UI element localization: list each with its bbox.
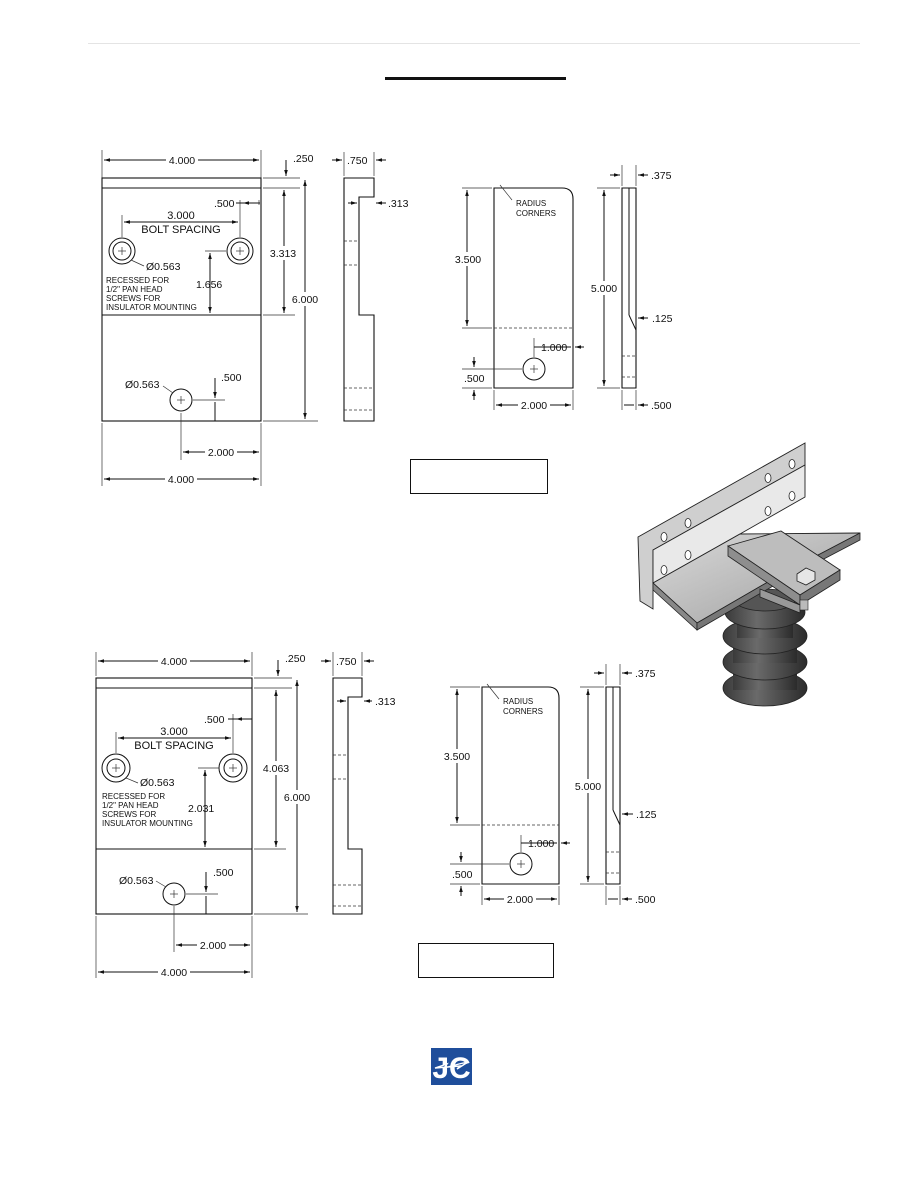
bottom-lower-hole xyxy=(162,882,186,906)
top-radius-note-2: CORNERS xyxy=(516,209,556,218)
top-recess-note-4: INSULATOR MOUNTING xyxy=(106,303,197,312)
top-side-depth: .750 xyxy=(347,155,368,167)
logo-text: JC xyxy=(432,1052,470,1085)
bottom-radius-note-2: CORNERS xyxy=(503,707,543,716)
top-side-step: .313 xyxy=(388,198,409,210)
bottom-bracket-hole-y: .500 xyxy=(452,869,473,881)
bottom-bracket-side-view: .375 5.000 .125 .500 xyxy=(572,664,657,906)
bottom-upper-hole-dia: Ø0.563 xyxy=(140,777,175,789)
bottom-lower-hole-dia: Ø0.563 xyxy=(119,875,154,887)
bottom-label-box xyxy=(418,943,554,978)
top-lower-hole-x: 2.000 xyxy=(208,447,234,459)
top-plate-outline xyxy=(101,177,262,422)
bottom-edge-offset: .500 xyxy=(204,714,225,726)
bottom-radius-note-1: RADIUS xyxy=(503,697,533,706)
bottom-bolt-spacing-label: BOLT SPACING xyxy=(134,740,213,752)
top-recess-note-2: 1/2" PAN HEAD xyxy=(106,285,163,294)
top-bracket-side-thickness: .375 xyxy=(651,170,672,182)
top-bracket-hole-y: .500 xyxy=(464,373,485,385)
top-bracket-width: 2.000 xyxy=(521,400,547,412)
bottom-recess-note-4: INSULATOR MOUNTING xyxy=(102,819,193,828)
top-bolt-spacing-value: 3.000 xyxy=(167,210,195,222)
top-recess-note-1: RECESSED FOR xyxy=(106,276,169,285)
bottom-bracket-view: RADIUS CORNERS 3.500 1.000 .500 2.000 xyxy=(441,683,570,906)
bottom-bracket-side-step: .125 xyxy=(636,809,657,821)
bottom-recess-note-2: 1/2" PAN HEAD xyxy=(102,801,159,810)
bottom-recess-note-1: RECESSED FOR xyxy=(102,792,165,801)
bottom-plate-view: 4.000 .250 3.000 BOLT SPACING .500 Ø0.56… xyxy=(95,652,313,979)
top-bracket-side-base: .500 xyxy=(651,400,672,412)
header-rule xyxy=(88,43,860,44)
bottom-bracket-side-base: .500 xyxy=(635,894,656,906)
top-bolt-spacing-label: BOLT SPACING xyxy=(141,224,220,236)
bottom-side-step: .313 xyxy=(375,696,396,708)
top-plate-width-top: 4.000 xyxy=(169,155,195,167)
top-bracket-hole-x: 1.000 xyxy=(541,342,567,354)
top-hole-vertical: 1.656 xyxy=(196,279,222,291)
top-upper-height: 3.313 xyxy=(270,248,296,260)
top-upper-hole-right xyxy=(226,237,254,265)
bottom-lower-hole-x: 2.000 xyxy=(200,940,226,952)
top-edge-offset: .500 xyxy=(214,198,235,210)
bottom-side-depth: .750 xyxy=(336,656,357,668)
top-plate-view: 4.000 .250 3.000 BOLT SPACING .500 Ø0.56… xyxy=(101,150,321,486)
top-total-height: 6.000 xyxy=(292,294,318,306)
top-upper-hole-left xyxy=(108,237,136,265)
bottom-plate-thickness: .250 xyxy=(285,653,306,665)
top-bracket-side-step: .125 xyxy=(652,313,673,325)
top-plate-thickness: .250 xyxy=(293,153,314,165)
company-logo: JC xyxy=(431,1048,472,1085)
top-bracket-side-view: .375 5.000 .125 .500 xyxy=(588,165,673,412)
bottom-upper-hole-left xyxy=(101,753,131,783)
bottom-plate-outline xyxy=(95,677,253,915)
bottom-side-view: .750 .313 xyxy=(321,652,396,915)
bottom-total-height: 6.000 xyxy=(284,792,310,804)
top-recess-note-3: SCREWS FOR xyxy=(106,294,160,303)
top-bracket-side-height: 5.000 xyxy=(591,283,617,295)
isometric-assembly xyxy=(637,442,861,707)
bottom-hole-vertical: 2.031 xyxy=(188,803,214,815)
insulator xyxy=(722,588,808,707)
bottom-recess-note-3: SCREWS FOR xyxy=(102,810,156,819)
bottom-plate-width-top: 4.000 xyxy=(161,656,187,668)
top-label-box xyxy=(410,459,548,494)
top-plate-width-bottom: 4.000 xyxy=(168,474,194,486)
top-radius-note-1: RADIUS xyxy=(516,199,546,208)
top-lower-hole xyxy=(169,388,193,412)
bottom-lower-offset: .500 xyxy=(213,867,234,879)
bottom-upper-height: 4.063 xyxy=(263,763,289,775)
top-bracket-height: 3.500 xyxy=(455,254,481,266)
bottom-bracket-side-thickness: .375 xyxy=(635,668,656,680)
dim-bg xyxy=(166,153,198,167)
bottom-bracket-hole-x: 1.000 xyxy=(528,838,554,850)
top-upper-hole-dia: Ø0.563 xyxy=(146,261,181,273)
top-bracket-hole xyxy=(522,357,546,381)
top-lower-offset: .500 xyxy=(221,372,242,384)
title-bar xyxy=(385,77,566,80)
bottom-bracket-width: 2.000 xyxy=(507,894,533,906)
bottom-bracket-height: 3.500 xyxy=(444,751,470,763)
top-bracket-view: RADIUS CORNERS 3.500 1.000 .500 2.000 xyxy=(452,184,584,412)
bottom-bracket-hole xyxy=(509,852,533,876)
top-side-view: .750 .313 xyxy=(332,152,409,422)
bottom-bracket-side-height: 5.000 xyxy=(575,781,601,793)
top-lower-hole-dia: Ø0.563 xyxy=(125,379,160,391)
bottom-bolt-spacing-value: 3.000 xyxy=(160,726,188,738)
bottom-plate-width-bottom: 4.000 xyxy=(161,967,187,979)
